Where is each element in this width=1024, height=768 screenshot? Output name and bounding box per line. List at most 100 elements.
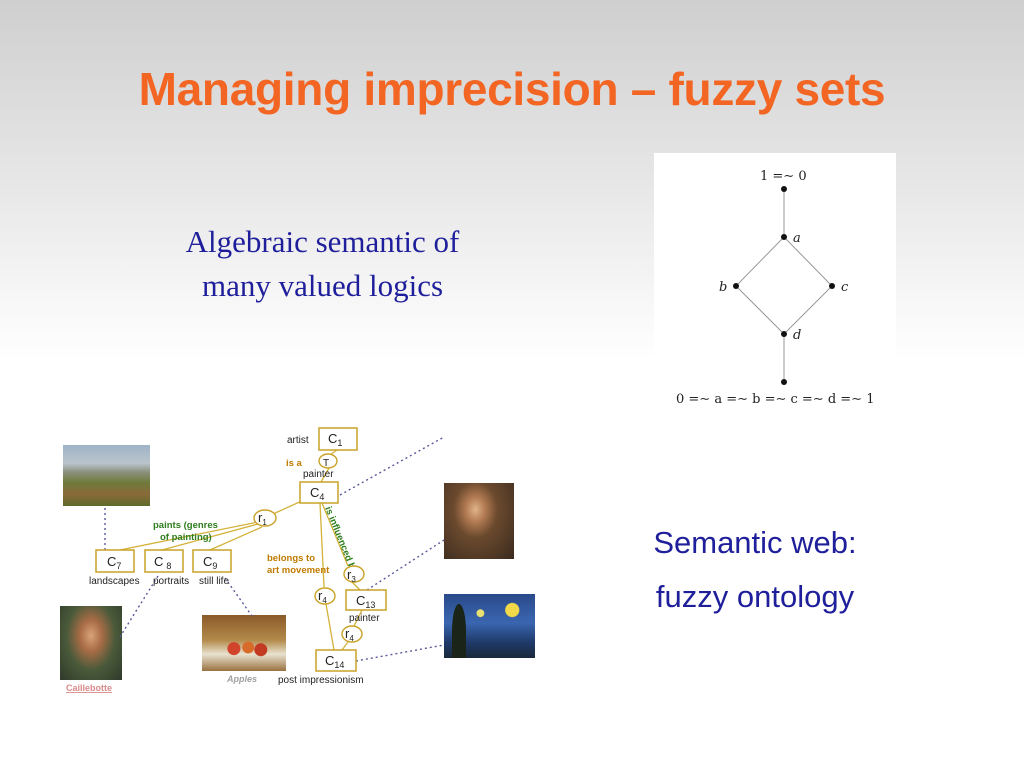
node-r4-upper xyxy=(314,587,336,605)
subtitle-line-2: many valued logics xyxy=(201,268,444,303)
node-c1 xyxy=(318,427,358,451)
r3-label: r xyxy=(347,567,352,582)
lattice-svg: 1 =∼ 0 a b c d 0 =∼ a =∼ b =∼ c =∼ d =∼ … xyxy=(676,169,874,407)
label-c: c xyxy=(841,280,849,295)
dotted-still-life xyxy=(224,577,253,617)
r3-sub: 3 xyxy=(351,575,356,584)
svg-text:r1: r1 xyxy=(258,510,267,527)
svg-text:r4: r4 xyxy=(345,626,354,643)
node-c xyxy=(829,283,835,289)
post-impressionism-label: post impressionism xyxy=(278,675,364,686)
node-c4 xyxy=(299,481,339,504)
c7-sub: 7 xyxy=(116,561,121,571)
line-c4-r4a xyxy=(319,502,325,588)
c4-sub: 4 xyxy=(319,492,324,502)
line-c4-r1 xyxy=(272,499,305,515)
line-r1-c9 xyxy=(209,526,263,551)
c14-sub: 14 xyxy=(334,660,344,670)
line-c4-r3 xyxy=(321,502,349,567)
label-b: b xyxy=(719,280,727,295)
painting-still-life xyxy=(202,615,286,671)
paints-label-1: paints (genres xyxy=(153,520,218,531)
svg-text:r4: r4 xyxy=(318,588,327,605)
node-c7 xyxy=(95,549,135,573)
svg-text:C14: C14 xyxy=(325,653,344,670)
c13-sub: 13 xyxy=(365,600,375,610)
line-r1-c8 xyxy=(161,523,259,551)
node-c13 xyxy=(345,589,387,611)
r4b-sub: 4 xyxy=(349,634,354,643)
c14-label: C xyxy=(325,653,334,668)
cypress-shape xyxy=(452,604,466,658)
edge-b-d xyxy=(735,285,785,335)
node-b xyxy=(733,283,739,289)
node-r1 xyxy=(253,509,277,527)
line-c13-r4b xyxy=(353,609,363,627)
c9-label: C xyxy=(203,554,212,569)
svg-text:C13: C13 xyxy=(356,593,375,610)
painting-portrait-left xyxy=(60,606,122,680)
node-c9 xyxy=(192,549,232,573)
artist-label: artist xyxy=(287,435,309,446)
is-a-label: is a xyxy=(286,458,303,469)
r4a-label: r xyxy=(318,588,323,603)
painting-mont-sainte-victoire xyxy=(63,445,150,506)
node-c8 xyxy=(144,549,184,573)
label-bottom: 0 =∼ a =∼ b =∼ c =∼ d =∼ 1 xyxy=(676,392,874,407)
edge-a-b xyxy=(735,236,785,287)
node-a xyxy=(781,234,787,240)
edge-c-d xyxy=(783,285,833,335)
caillebotte-caption: Caillebotte xyxy=(66,683,112,693)
slide-title: Managing imprecision – fuzzy sets xyxy=(138,63,886,115)
svg-text:r3: r3 xyxy=(347,567,356,584)
svg-text:C8: C8 xyxy=(154,554,171,571)
line-r4a-c14 xyxy=(325,603,335,651)
belongs-label-2: art movement xyxy=(267,565,330,576)
label-top: 1 =∼ 0 xyxy=(760,169,807,184)
c1-label: C xyxy=(328,431,337,446)
painter-top-label: painter xyxy=(303,469,334,480)
node-t xyxy=(318,453,338,469)
semantic-web-text: Semantic web: fuzzy ontology xyxy=(600,516,910,624)
edge-a-c xyxy=(783,236,833,287)
semweb-line-1: Semantic web: xyxy=(653,525,857,560)
algebraic-semantic-text: Algebraic semantic of many valued logics xyxy=(150,220,495,308)
r4b-label: r xyxy=(345,626,350,641)
line-r3-c13 xyxy=(351,581,361,591)
still-life-label: still life xyxy=(199,576,229,587)
dotted-portrait-right xyxy=(366,539,445,591)
line-r4b-c14 xyxy=(341,641,349,651)
label-d: d xyxy=(793,328,801,343)
t-label: T xyxy=(323,458,329,469)
c8-sub: 8 xyxy=(166,561,171,571)
line-r1-c7 xyxy=(119,521,259,551)
paints-label-2: of painting) xyxy=(160,532,212,543)
c4-label: C xyxy=(310,485,319,500)
node-top xyxy=(781,186,787,192)
node-bottom xyxy=(781,379,787,385)
node-r3 xyxy=(343,565,365,583)
node-r4-lower xyxy=(341,625,363,643)
c13-label: C xyxy=(356,593,365,608)
painting-portrait-right xyxy=(444,483,514,559)
subtitle-line-1: Algebraic semantic of xyxy=(185,224,460,259)
line-t-c4 xyxy=(320,467,330,483)
c8-label: C xyxy=(154,554,163,569)
apples-caption: Apples xyxy=(226,674,257,684)
landscapes-label: landscapes xyxy=(89,576,140,587)
lattice-diagram: 1 =∼ 0 a b c d 0 =∼ a =∼ b =∼ c =∼ d =∼ … xyxy=(654,153,896,411)
label-a: a xyxy=(793,231,801,246)
svg-text:C9: C9 xyxy=(203,554,217,571)
r4a-sub: 4 xyxy=(322,596,327,605)
svg-text:C7: C7 xyxy=(107,554,121,571)
dotted-starry xyxy=(355,644,445,662)
svg-text:C1: C1 xyxy=(328,431,342,448)
semweb-line-2: fuzzy ontology xyxy=(655,579,855,614)
svg-text:C4: C4 xyxy=(310,485,324,502)
painter-bottom-label: painter xyxy=(349,613,380,624)
portraits-label: portraits xyxy=(153,576,189,587)
node-d xyxy=(781,331,787,337)
r1-sub: 1 xyxy=(262,518,267,527)
